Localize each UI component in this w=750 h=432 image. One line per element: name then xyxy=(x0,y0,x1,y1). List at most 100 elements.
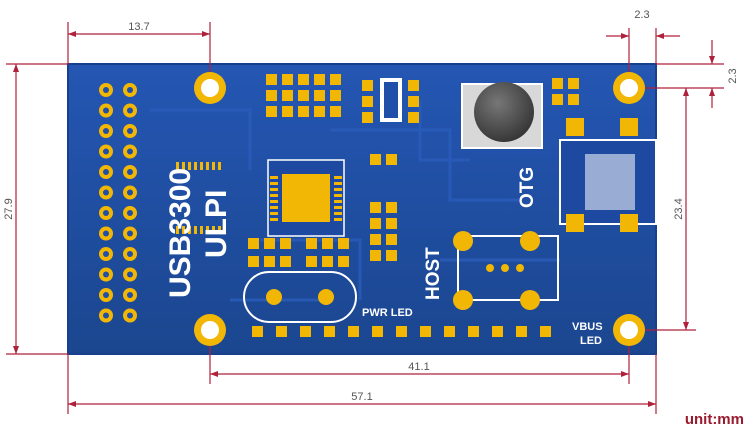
smd-pad xyxy=(264,238,275,249)
header-pin-hole xyxy=(127,148,133,155)
dim-label-right-height: 23.4 xyxy=(673,198,685,219)
board-title-usb3300: USB3300 xyxy=(164,168,197,298)
dimension-lines xyxy=(6,22,724,414)
smd-pad xyxy=(248,238,259,249)
mounting-holes xyxy=(194,72,645,346)
chip-pin xyxy=(334,206,342,209)
chip-pin xyxy=(334,212,342,215)
label-vbus: VBUS xyxy=(572,321,603,333)
smd-pad xyxy=(386,202,397,213)
header-pin-hole xyxy=(127,230,133,237)
smd-pad xyxy=(330,74,341,85)
smd-pad xyxy=(362,80,373,91)
dim-label-top-width: 13.7 xyxy=(128,21,149,33)
smd-pad xyxy=(282,90,293,101)
smd-pad xyxy=(370,218,381,229)
header-pin-hole xyxy=(103,210,109,216)
smd-pad xyxy=(386,234,397,245)
chip-pin xyxy=(270,200,278,203)
chip-pin xyxy=(334,188,342,191)
smd-pad xyxy=(348,326,359,337)
smd-pad xyxy=(330,90,341,101)
smd-pad xyxy=(370,202,381,213)
mounting-hole-bottom-left xyxy=(194,314,226,346)
smd-pad xyxy=(370,234,381,245)
header-pin-hole xyxy=(103,189,109,196)
usb3300-chip-footprint xyxy=(176,159,345,237)
chip-pin xyxy=(270,206,278,209)
smd-pad xyxy=(282,74,293,85)
header-pin-hole xyxy=(127,169,133,175)
header-pin-hole xyxy=(127,87,133,93)
label-led: LED xyxy=(580,335,602,347)
chip-pin xyxy=(206,162,209,170)
mounting-hole-top-left xyxy=(194,72,226,104)
mounting-hole-top-right xyxy=(613,72,645,104)
header-pin-hole xyxy=(103,128,109,134)
header-pin-hole xyxy=(103,312,109,319)
chip-pin xyxy=(218,162,221,170)
smd-pad xyxy=(266,90,277,101)
dimension-arrows xyxy=(13,31,715,407)
chip-pin xyxy=(194,162,197,170)
smd-pad xyxy=(306,256,317,267)
chip-pin xyxy=(200,226,203,234)
header-pin-hole xyxy=(103,292,109,298)
chip-pin xyxy=(334,194,342,197)
smd-pad xyxy=(266,106,277,117)
buzzer-component xyxy=(461,82,543,149)
smd-pads xyxy=(248,74,579,337)
smd-pad xyxy=(362,96,373,107)
chip-pin xyxy=(176,226,179,234)
smd-pad xyxy=(330,106,341,117)
smd-pad xyxy=(370,154,381,165)
header-pin-hole xyxy=(127,292,133,298)
smd-pad xyxy=(280,256,291,267)
crystal-footprint xyxy=(243,271,357,323)
chip-pin xyxy=(182,162,185,170)
header-pin-hole xyxy=(127,189,133,196)
smd-pad xyxy=(314,90,325,101)
header-pin-hole xyxy=(103,271,109,278)
header-pin-hole xyxy=(127,210,133,216)
dim-label-hole-offset-x: 2.3 xyxy=(634,9,649,21)
smd-pad xyxy=(468,326,479,337)
label-otg: OTG xyxy=(517,167,538,208)
header-pin-hole xyxy=(127,107,133,114)
smd-pad xyxy=(408,80,419,91)
header-pin-hole xyxy=(127,251,133,257)
smd-pad xyxy=(298,90,309,101)
header-pin-hole xyxy=(103,87,109,93)
chip-pin xyxy=(206,226,209,234)
smd-pad xyxy=(314,74,325,85)
chip-pins xyxy=(176,162,342,234)
smd-pad xyxy=(280,238,291,249)
pcb-board: USB3300 ULPI HOST OTG PWR LED VBUS LED xyxy=(67,63,657,355)
smd-pad xyxy=(492,326,503,337)
smd-pad xyxy=(322,256,333,267)
smd-pad xyxy=(314,106,325,117)
regulator-footprint xyxy=(380,78,402,122)
smd-pad xyxy=(300,326,311,337)
smd-pad xyxy=(408,112,419,123)
smd-pad xyxy=(396,326,407,337)
header-pin-hole xyxy=(103,230,109,237)
smd-pad xyxy=(408,96,419,107)
smd-pad xyxy=(444,326,455,337)
header-pin-hole xyxy=(127,312,133,319)
smd-pad xyxy=(282,106,293,117)
chip-pin xyxy=(334,176,342,179)
smd-pad xyxy=(266,74,277,85)
chip-pin xyxy=(334,182,342,185)
smd-pad xyxy=(248,256,259,267)
dim-label-hole-span: 41.1 xyxy=(408,361,429,373)
header-pin-hole xyxy=(127,271,133,278)
pin-header xyxy=(99,83,137,323)
header-pin-hole xyxy=(127,128,133,134)
smd-pad xyxy=(540,326,551,337)
smd-pad xyxy=(386,218,397,229)
label-host: HOST xyxy=(423,247,444,300)
smd-pad xyxy=(516,326,527,337)
chip-pin xyxy=(188,226,191,234)
smd-pad xyxy=(386,250,397,261)
